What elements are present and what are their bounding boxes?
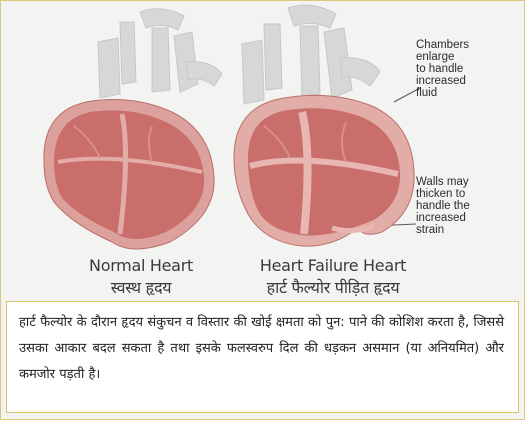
caption-text: हार्ट फैल्योर के दौरान हृदय संकुचन व विस…: [6, 301, 519, 413]
normal-heart-label: Normal Heart: [61, 256, 221, 275]
failure-heart-label-hindi: हार्ट फैल्योर पीड़ित हृदय: [213, 276, 453, 298]
normal-heart-vessels: [98, 9, 222, 98]
failure-heart: [234, 95, 414, 246]
failure-heart-label: Heart Failure Heart: [233, 256, 433, 275]
failure-heart-vessels: [242, 5, 380, 104]
normal-heart: [44, 100, 214, 249]
normal-heart-label-hindi: स्वस्थ हृदय: [61, 276, 221, 298]
walls-annotation: Walls may thicken to handle the increase…: [416, 176, 516, 236]
chambers-annotation: Chambers enlarge to handle increased flu…: [416, 39, 516, 99]
